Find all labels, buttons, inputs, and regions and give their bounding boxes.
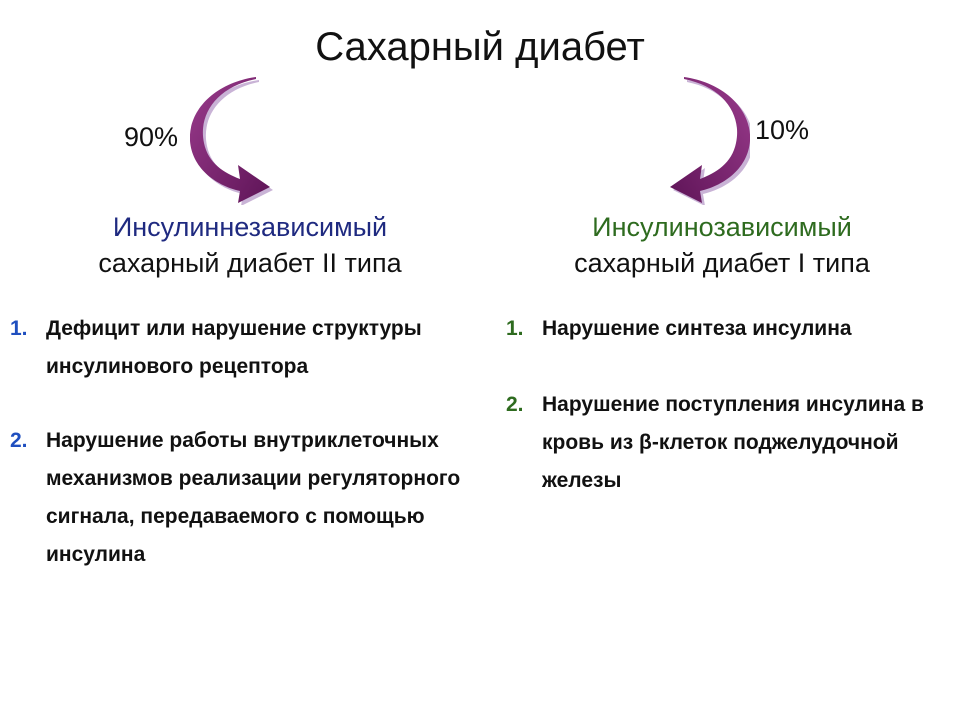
list-item: 1. Дефицит или нарушение структуры инсул…	[10, 310, 470, 386]
left-heading: Инсулиннезависимый сахарный диабет II ти…	[20, 209, 480, 281]
list-item-text: Нарушение поступления инсулина в кровь и…	[542, 393, 924, 492]
list-item-text: Нарушение работы внутриклеточных механиз…	[46, 429, 461, 566]
right-percent: 10%	[755, 115, 810, 145]
right-heading-line2: сахарный диабет I типа	[574, 248, 870, 278]
curved-arrow-down-right-icon	[190, 77, 273, 205]
list-item-number: 1.	[10, 317, 28, 340]
list-item-number: 1.	[506, 317, 524, 340]
right-heading-line1: Инсулинозависимый	[592, 212, 852, 242]
list-item: 2. Нарушение работы внутриклеточных меха…	[10, 422, 470, 574]
left-percent: 90%	[124, 122, 179, 152]
left-heading-line1: Инсулиннезависимый	[112, 212, 388, 242]
list-item-number: 2.	[10, 429, 28, 452]
slide-title: Сахарный диабет	[315, 25, 645, 69]
left-heading-line2: сахарный диабет II типа	[98, 248, 402, 278]
list-item: 2. Нарушение поступления инсулина в кров…	[506, 386, 956, 500]
list-item-text: Дефицит или нарушение структуры инсулино…	[46, 317, 422, 378]
right-cause-list: 1. Нарушение синтеза инсулина 2. Нарушен…	[506, 310, 956, 500]
list-item: 1. Нарушение синтеза инсулина	[506, 310, 956, 348]
right-heading: Инсулинозависимый сахарный диабет I типа	[492, 209, 952, 281]
left-cause-list: 1. Дефицит или нарушение структуры инсул…	[10, 310, 470, 574]
list-item-text: Нарушение синтеза инсулина	[542, 317, 852, 340]
list-item-number: 2.	[506, 393, 524, 416]
curved-arrow-down-left-icon	[670, 77, 750, 205]
